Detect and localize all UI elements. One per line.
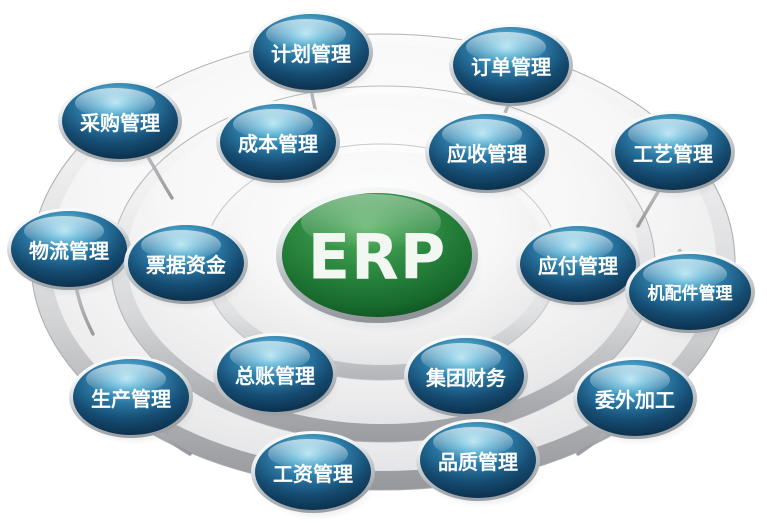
node-process[interactable]: 工艺管理 [611, 111, 738, 200]
node-gloss [421, 343, 501, 373]
node-plan[interactable]: 计划管理 [249, 11, 376, 100]
node-label: 应收管理 [447, 142, 527, 166]
node-gloss [433, 427, 513, 457]
node-outsource[interactable]: 委外加工 [573, 357, 700, 446]
node-label: 计划管理 [271, 42, 351, 66]
node-order[interactable]: 订单管理 [449, 24, 576, 113]
node-production[interactable]: 生产管理 [69, 356, 196, 445]
center-node-gloss [301, 194, 441, 250]
node-label: 机配件管理 [648, 283, 733, 304]
node-gloss [643, 259, 727, 289]
node-gloss [590, 365, 670, 395]
node-label: 工资管理 [273, 462, 353, 486]
node-quality[interactable]: 品质管理 [416, 419, 543, 508]
node-label: 委外加工 [594, 388, 675, 412]
node-gloss [466, 32, 546, 62]
node-label: 采购管理 [80, 111, 160, 135]
center-node-erp[interactable]: ERP [276, 187, 484, 334]
node-groupfin[interactable]: 集团财务 [404, 335, 531, 424]
node-gloss [442, 119, 522, 149]
node-group: 计划管理 订单管理 采购管理 [7, 11, 758, 520]
node-bills[interactable]: 票据资金 [124, 222, 251, 311]
center-node-label: ERP [308, 221, 447, 294]
node-gloss [75, 88, 155, 118]
node-label: 订单管理 [471, 55, 551, 79]
node-payable[interactable]: 应付管理 [516, 223, 643, 312]
node-label: 总账管理 [235, 364, 315, 388]
node-label: 票据资金 [146, 253, 227, 277]
node-gloss [266, 19, 346, 49]
node-gloss [24, 216, 104, 246]
node-label: 工艺管理 [633, 142, 713, 166]
node-gloss [230, 341, 310, 371]
node-ledger[interactable]: 总账管理 [213, 333, 340, 422]
node-receivable[interactable]: 应收管理 [425, 111, 552, 200]
node-gloss [628, 119, 708, 149]
node-label: 成本管理 [238, 132, 318, 156]
node-gloss [268, 439, 348, 469]
node-gloss [86, 364, 166, 394]
node-gloss [141, 230, 221, 260]
node-label: 物流管理 [29, 239, 109, 263]
node-label: 品质管理 [438, 450, 518, 474]
node-label: 应付管理 [538, 254, 618, 278]
node-gloss [533, 231, 613, 261]
node-label: 集团财务 [425, 366, 507, 390]
node-logistics[interactable]: 物流管理 [7, 208, 134, 297]
node-gloss [233, 109, 313, 139]
node-purchase[interactable]: 采购管理 [58, 80, 185, 169]
node-payroll[interactable]: 工资管理 [251, 431, 378, 520]
node-cost[interactable]: 成本管理 [216, 101, 343, 190]
node-label: 生产管理 [91, 387, 171, 411]
node-parts[interactable]: 机配件管理 [625, 251, 758, 340]
